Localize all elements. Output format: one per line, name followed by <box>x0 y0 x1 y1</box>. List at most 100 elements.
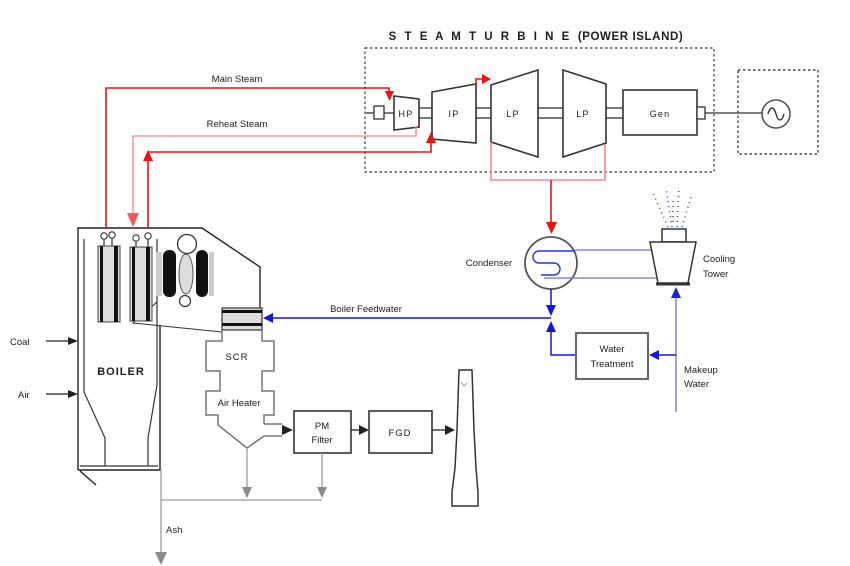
tower-body <box>649 241 697 284</box>
shaft-coupling-left <box>373 105 385 120</box>
hot-reheat-corner-arrowhead <box>143 150 153 161</box>
cold-reheat-arrowhead <box>127 213 139 227</box>
boiler-outline-bottom <box>78 325 161 471</box>
pm-filter-label-1: PM <box>315 421 329 432</box>
lp-exhaust-lines <box>490 142 606 234</box>
generator <box>622 89 698 136</box>
header-drum-icon <box>100 232 108 240</box>
ash-arrowhead <box>317 487 327 498</box>
cooling-tower: Cooling Tower <box>649 186 735 286</box>
tube-bank <box>209 252 214 296</box>
superheater-panel-2 <box>129 232 153 322</box>
ash-system: Ash <box>155 448 327 565</box>
hot-reheat-path <box>147 141 432 228</box>
lower-drum <box>178 294 192 308</box>
air-label: Air <box>18 390 30 401</box>
makeup-water: Makeup Water <box>649 287 718 412</box>
ash-arrowhead-main <box>155 552 167 565</box>
flue-outlet-duct <box>264 423 282 437</box>
water-treatment-label-1: Water <box>600 344 625 355</box>
flue-arrowhead-to-pm <box>282 425 293 435</box>
title-steam-turbine: S T E A M T U R B I N E <box>389 31 572 43</box>
scr-air-heater-column: SCR Air Heater <box>205 330 282 449</box>
power-island-boundary <box>364 47 715 173</box>
makeup-to-treatment-arrowhead <box>649 350 659 360</box>
condenser-inlet-arrowhead <box>546 222 557 234</box>
economizer-stripe <box>222 323 262 326</box>
spray-stream <box>676 186 680 228</box>
cooling-tower-label-2: Tower <box>703 269 728 280</box>
main-steam-path <box>105 87 390 228</box>
panel-stripe <box>100 246 103 322</box>
coal-label: Coal <box>10 337 30 348</box>
column-right-outline <box>261 330 275 424</box>
water-treatment-box <box>575 332 649 380</box>
power-island-title: S T E A M T U R B I N E (POWER ISLAND) <box>389 31 684 43</box>
panel-stripe <box>114 246 118 322</box>
title-power-island: (POWER ISLAND) <box>578 31 684 43</box>
air-arrowhead <box>68 390 78 398</box>
tube-bank <box>156 252 162 296</box>
spray-stream <box>665 187 673 228</box>
ip-turbine-label: IP <box>449 109 460 119</box>
air-inlet: Air <box>18 390 78 401</box>
ip-turbine <box>431 83 477 144</box>
main-steam-line: Main Steam <box>105 74 394 228</box>
shaft-ip-lp <box>475 107 492 119</box>
cooling-tower-label-1: Cooling <box>703 254 735 265</box>
fgd-label: FGD <box>388 428 411 439</box>
tube-bundle <box>196 250 208 297</box>
lp-turbine-1-label: LP <box>506 109 519 119</box>
boiler-label: BOILER <box>97 366 145 378</box>
makeup-water-label-1: Makeup <box>684 365 718 376</box>
ash-arrowhead <box>242 487 252 498</box>
treated-water-line <box>550 332 576 356</box>
cold-reheat-line <box>127 126 417 227</box>
crossover-arrowhead <box>482 74 491 84</box>
hot-reheat-arrowhead <box>426 132 436 143</box>
furnace-walls <box>80 239 158 467</box>
economizer <box>221 307 263 331</box>
flue-gas-train: PM Filter FGD <box>282 369 479 507</box>
pm-to-fgd-arrowhead <box>359 425 369 435</box>
pm-filter <box>293 410 352 454</box>
fgd <box>368 410 433 454</box>
scr-label: SCR <box>225 352 248 363</box>
panel-stripe <box>132 247 135 321</box>
condensate-arrowhead <box>546 305 556 316</box>
condenser-label: Condenser <box>466 258 512 269</box>
main-steam-arrowhead <box>385 91 394 101</box>
generator-label: Gen <box>650 109 671 119</box>
lp-turbine-2 <box>562 68 607 159</box>
condenser: Condenser <box>466 236 578 290</box>
power-island: S T E A M T U R B I N E (POWER ISLAND) HP… <box>364 31 762 173</box>
spray-stream <box>652 192 669 228</box>
economizer-stripe <box>222 310 262 313</box>
column-left-outline <box>205 330 265 449</box>
boiler-feedwater-label: Boiler Feedwater <box>330 304 402 315</box>
boiler: BOILER <box>77 227 263 486</box>
stack-mark <box>460 381 468 387</box>
pm-filter-label-2: Filter <box>311 435 332 446</box>
condenser-tube-serpentine <box>532 250 575 276</box>
makeup-water-label-2: Water <box>684 379 709 390</box>
steam-drum <box>176 233 198 255</box>
feedwater-system: Boiler Feedwater <box>263 289 576 356</box>
boiler-foot-tick <box>79 470 97 486</box>
grid-boundary <box>737 69 819 155</box>
shaft-hp-ip <box>418 107 433 119</box>
shaft-lp-lp <box>537 107 564 119</box>
grid-connection <box>737 69 819 155</box>
hp-turbine-label: HP <box>399 109 414 119</box>
crossover-path <box>475 78 483 85</box>
hot-reheat-line: Reheat Steam <box>143 119 436 228</box>
tower-cap <box>661 228 687 243</box>
coal-arrowhead <box>68 337 78 345</box>
header-drum-icon <box>144 232 152 240</box>
water-treatment: Water Treatment <box>575 332 649 380</box>
boiler-outline-top <box>77 227 261 470</box>
makeup-to-tower-arrowhead <box>671 287 681 298</box>
coal-inlet: Coal <box>10 337 78 348</box>
circulating-water <box>544 249 658 279</box>
